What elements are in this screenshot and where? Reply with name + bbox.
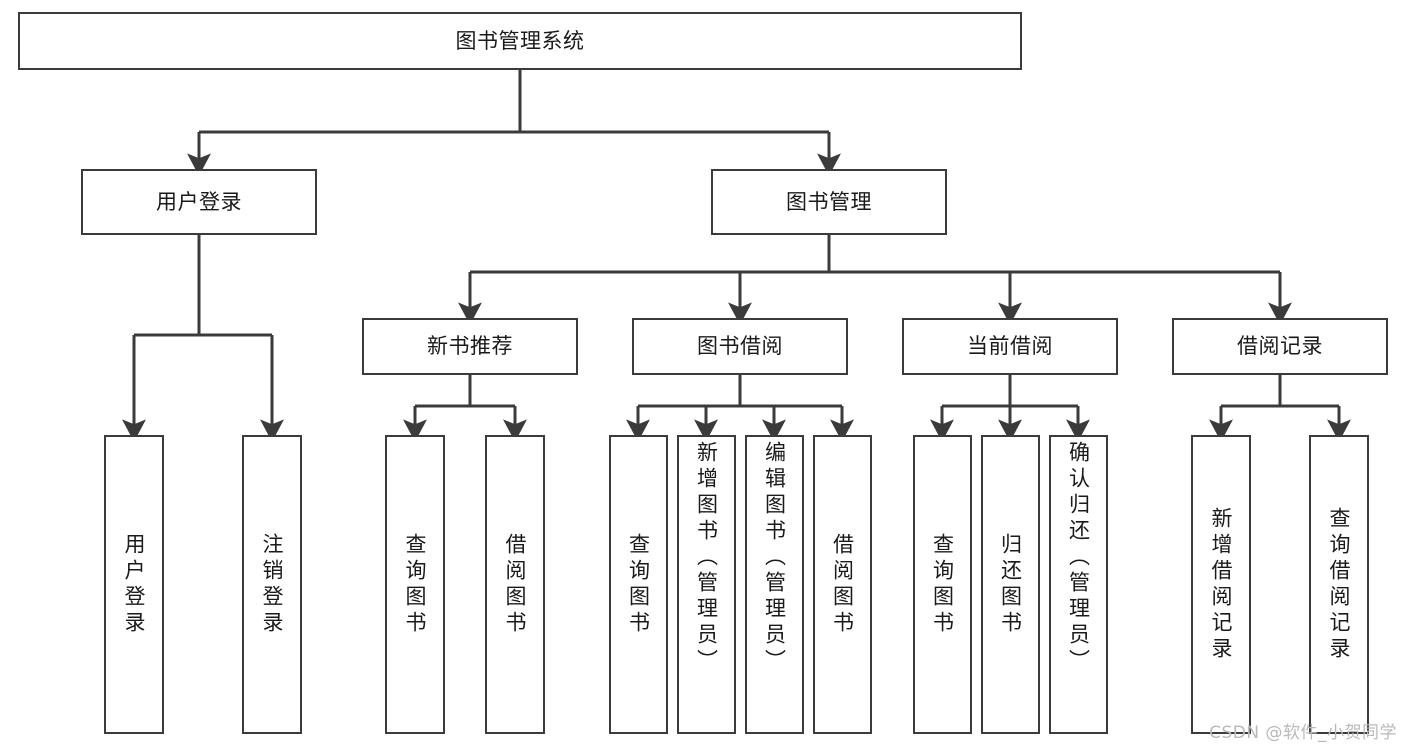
leaf-logout-login[interactable]: 注销登录 <box>242 435 302 734</box>
leaf-borrow-book-label: 借阅图书 <box>830 532 855 637</box>
leaf-query-borrow-record-label: 查询借阅记录 <box>1327 506 1352 663</box>
leaf-user-login-label: 用户登录 <box>122 532 147 637</box>
leaf-query-book-borrow[interactable]: 查询图书 <box>609 435 668 734</box>
leaf-return-book-label: 归还图书 <box>998 532 1023 637</box>
leaf-query-book-recommend-label: 查询图书 <box>403 532 428 637</box>
leaf-add-borrow-record[interactable]: 新增借阅记录 <box>1191 435 1251 734</box>
node-book-management[interactable]: 图书管理 <box>711 169 947 235</box>
leaf-query-book-borrow-label: 查询图书 <box>626 532 651 637</box>
node-borrow-record[interactable]: 借阅记录 <box>1172 318 1388 375</box>
leaf-query-borrow-record[interactable]: 查询借阅记录 <box>1309 435 1369 734</box>
node-new-book-recommend-label: 新书推荐 <box>427 334 513 358</box>
leaf-borrow-book[interactable]: 借阅图书 <box>813 435 872 734</box>
node-user-login-label: 用户登录 <box>156 189 242 214</box>
leaf-user-login[interactable]: 用户登录 <box>104 435 164 734</box>
node-current-borrow[interactable]: 当前借阅 <box>902 318 1118 375</box>
node-new-book-recommend[interactable]: 新书推荐 <box>362 318 578 375</box>
node-user-login[interactable]: 用户登录 <box>81 169 317 235</box>
leaf-edit-book-admin-label: 编辑图书（管理员） <box>762 441 787 675</box>
leaf-borrow-book-recommend-label: 借阅图书 <box>503 532 528 637</box>
watermark-text: CSDN @软件_小贺同学 <box>1209 723 1397 743</box>
leaf-confirm-return-admin-label: 确认归还（管理员） <box>1066 441 1091 675</box>
leaf-borrow-book-recommend[interactable]: 借阅图书 <box>485 435 545 734</box>
node-borrow-record-label: 借阅记录 <box>1237 334 1323 358</box>
leaf-query-book-recommend[interactable]: 查询图书 <box>385 435 445 734</box>
leaf-query-book-current[interactable]: 查询图书 <box>913 435 972 734</box>
node-book-borrow-label: 图书借阅 <box>697 334 783 358</box>
leaf-logout-login-label: 注销登录 <box>260 532 285 637</box>
leaf-edit-book-admin[interactable]: 编辑图书（管理员） <box>745 435 804 734</box>
node-book-borrow[interactable]: 图书借阅 <box>632 318 848 375</box>
leaf-add-borrow-record-label: 新增借阅记录 <box>1209 506 1234 663</box>
root-node[interactable]: 图书管理系统 <box>18 12 1022 70</box>
leaf-query-book-current-label: 查询图书 <box>930 532 955 637</box>
node-book-management-label: 图书管理 <box>786 189 872 214</box>
leaf-return-book[interactable]: 归还图书 <box>981 435 1040 734</box>
root-node-label: 图书管理系统 <box>455 28 585 53</box>
leaf-add-book-admin-label: 新增图书（管理员） <box>694 441 719 675</box>
leaf-add-book-admin[interactable]: 新增图书（管理员） <box>677 435 736 734</box>
leaf-confirm-return-admin[interactable]: 确认归还（管理员） <box>1049 435 1108 734</box>
node-current-borrow-label: 当前借阅 <box>967 334 1053 358</box>
